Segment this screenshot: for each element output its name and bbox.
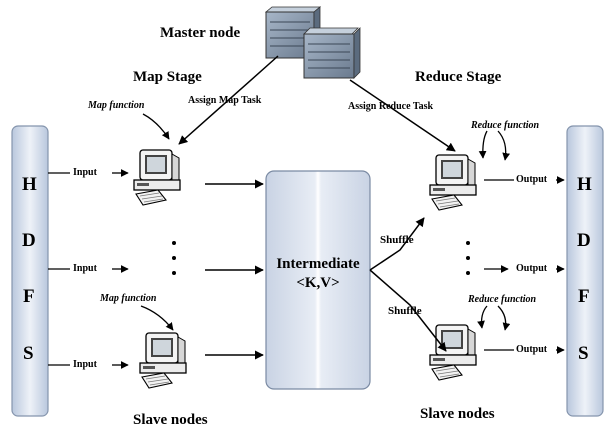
map-function-arrow-top (142, 113, 170, 140)
shuffle-label-top: Shuffle (380, 234, 414, 246)
assign-reduce-arrow (349, 79, 456, 152)
reduce-function-arrow-bottom-a (477, 305, 488, 329)
map-function-arrow-bottom (140, 305, 174, 331)
reduce-function-label-bottom: Reduce function (468, 294, 537, 305)
input-label-3: Input (73, 359, 97, 370)
reduce-function-arrow-top-a (478, 130, 488, 159)
assign-reduce-task-label: Assign Reduce Task (348, 101, 434, 112)
assign-map-arrow (178, 55, 279, 145)
slave-nodes-label-right: Slave nodes (420, 406, 495, 422)
slave-nodes-label-left: Slave nodes (133, 412, 208, 428)
output-label-3: Output (516, 344, 548, 355)
map-ellipsis-dot (172, 271, 176, 275)
reduce-stage-title: Reduce Stage (415, 69, 502, 85)
reduce-ellipsis-dot (466, 256, 470, 260)
shuffle-arrow-bottom (369, 269, 447, 352)
reduce-computer-bottom (429, 324, 477, 381)
map-ellipsis-dot (172, 241, 176, 245)
hdfs-right-letter-s: S (578, 343, 589, 364)
hdfs-left-bar (11, 125, 49, 417)
reduce-function-arrow-bottom-b (497, 305, 511, 331)
output-label-2: Output (516, 263, 548, 274)
reduce-function-arrow-top-b (497, 130, 510, 161)
master-node-icon (264, 6, 361, 79)
output-label-1: Output (516, 174, 548, 185)
master-node-label: Master node (160, 25, 241, 41)
hdfs-right-bar (566, 125, 604, 417)
hdfs-left-letter-d: D (22, 230, 36, 251)
map-computer-top (133, 149, 181, 206)
map-function-label-top: Map function (88, 100, 145, 111)
intermediate-title: Intermediate (276, 256, 360, 272)
intermediate-kv: <K,V> (296, 275, 340, 291)
map-ellipsis-dot (172, 256, 176, 260)
reduce-computer-top (429, 154, 477, 211)
hdfs-right-letter-d: D (577, 230, 591, 251)
reduce-ellipsis-dot (466, 271, 470, 275)
hdfs-right-letter-f: F (578, 286, 590, 307)
map-function-label-bottom: Map function (100, 293, 157, 304)
shuffle-label-bottom: Shuffle (388, 305, 422, 317)
input-label-1: Input (73, 167, 97, 178)
map-stage-title: Map Stage (133, 69, 202, 85)
hdfs-left-letter-s: S (23, 343, 34, 364)
reduce-ellipsis-dot (466, 241, 470, 245)
hdfs-right-letter-h: H (577, 174, 592, 195)
intermediate-box (265, 170, 371, 390)
hdfs-left-letter-f: F (23, 286, 35, 307)
input-label-2: Input (73, 263, 97, 274)
shuffle-arrow-top (369, 217, 425, 271)
hdfs-left-letter-h: H (22, 174, 37, 195)
map-computer-bottom (139, 332, 187, 389)
assign-map-task-label: Assign Map Task (188, 95, 262, 106)
reduce-function-label-top: Reduce function (471, 120, 540, 131)
